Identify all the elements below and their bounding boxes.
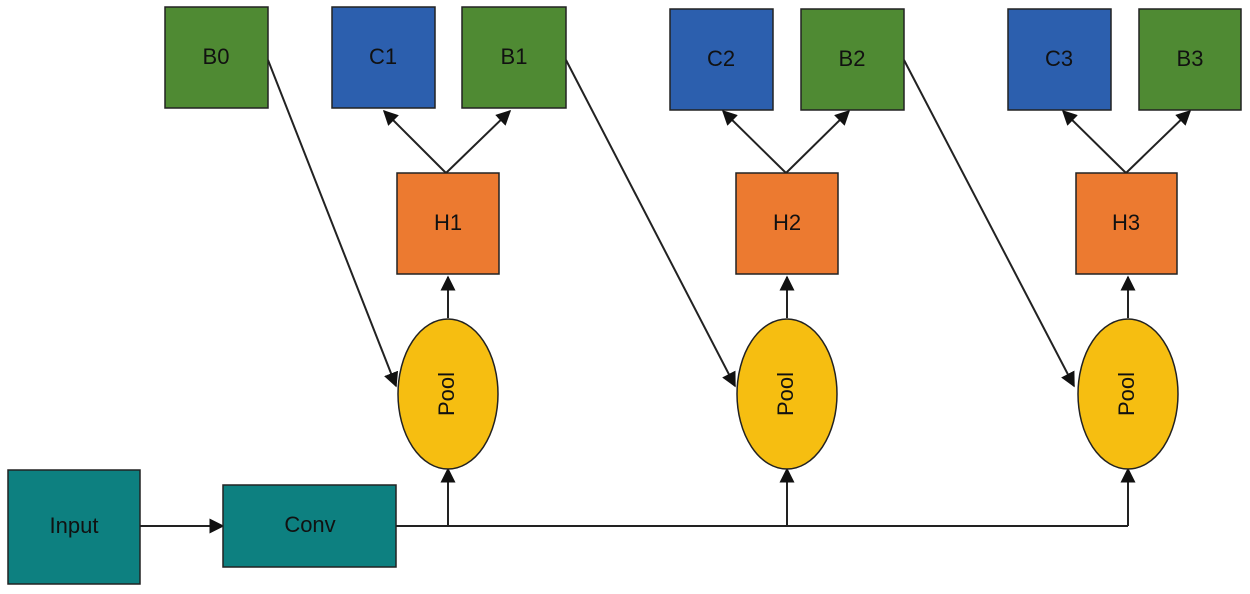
- b1-label: B1: [501, 44, 528, 69]
- h2-node: [735, 172, 839, 275]
- pool1-node: [397, 318, 499, 470]
- pool3-label: Pool: [1114, 372, 1139, 416]
- b0-node: [164, 6, 269, 109]
- c3-label: C3: [1045, 46, 1073, 71]
- edge-b1-pool2: [565, 59, 736, 388]
- edge-h3-b3: [1125, 109, 1192, 174]
- c2-label: C2: [707, 46, 735, 71]
- b1-node: [461, 6, 567, 109]
- b2-label: B2: [839, 46, 866, 71]
- pool1-label: Pool: [434, 372, 459, 416]
- edge-h3-c3: [1061, 109, 1127, 174]
- edge-h2-c2: [721, 109, 787, 174]
- c2-node: [669, 8, 774, 111]
- h1-node: [396, 172, 500, 275]
- edge-h1-c1: [382, 109, 447, 174]
- h2-label: H2: [773, 210, 801, 235]
- c1-label: C1: [369, 44, 397, 69]
- h1-label: H1: [434, 210, 462, 235]
- b3-label: B3: [1177, 46, 1204, 71]
- pool3-node: [1077, 318, 1179, 470]
- input-label: Input: [50, 513, 99, 538]
- pool2-label: Pool: [773, 372, 798, 416]
- b2-node: [800, 8, 905, 111]
- b0-label: B0: [203, 44, 230, 69]
- pool2-node: [736, 318, 838, 470]
- input-node: [7, 469, 141, 585]
- edge-b0-pool1: [267, 59, 399, 388]
- edge-h1-b1: [445, 109, 512, 174]
- edge-b2-pool3: [903, 59, 1075, 388]
- labels: Input Conv B0 C1 B1 C2 B2 C3 B3 H1 H2 H3…: [50, 44, 1204, 538]
- nodes: [7, 6, 1242, 585]
- edges: [140, 59, 1192, 534]
- c1-node: [331, 6, 436, 109]
- h3-label: H3: [1112, 210, 1140, 235]
- c3-node: [1007, 8, 1112, 111]
- h3-node: [1075, 172, 1178, 275]
- b3-node: [1138, 8, 1242, 111]
- conv-node: [222, 484, 397, 568]
- conv-label: Conv: [284, 512, 335, 537]
- edge-h2-b2: [785, 109, 851, 174]
